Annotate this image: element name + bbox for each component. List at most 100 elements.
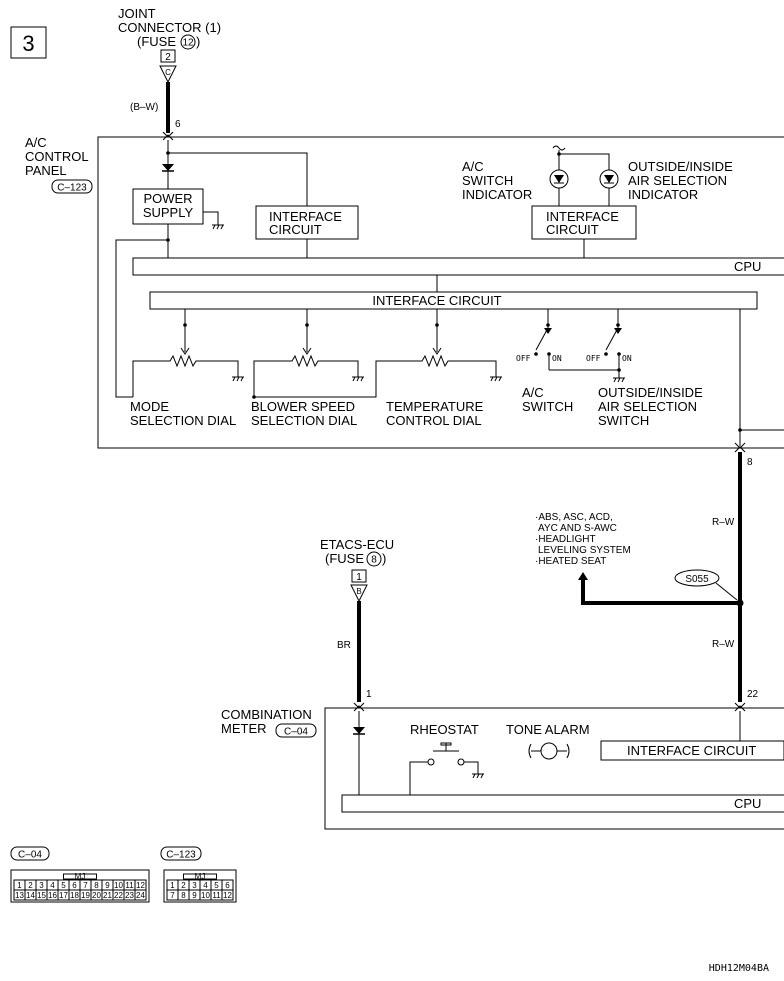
page-number-box (10, 26, 47, 59)
c04-label-box (10, 846, 50, 861)
c123-key (183, 873, 217, 880)
ground-6c (476, 773, 480, 779)
feed-to-interface (168, 152, 308, 206)
c123-pin-label: 2 (181, 881, 186, 890)
c04-pin-label: 2 (28, 881, 33, 890)
c04-housing (10, 869, 150, 903)
note-line-2: AYC AND S-AWC (538, 523, 617, 534)
ground-2c (236, 376, 240, 382)
c04-pin-label: 17 (59, 891, 68, 900)
ac-indicator-led-icon (554, 175, 564, 183)
ground-4b (490, 376, 494, 382)
c04-pin-label: 13 (15, 891, 24, 900)
interface-circuit-1 (255, 205, 359, 240)
c123-pin-label: 12 (223, 891, 232, 900)
outside-switch-label-2: AIR SELECTION (598, 399, 697, 414)
c123-pin-label: 10 (201, 891, 210, 900)
etacs-fuse-close: ) (382, 551, 386, 566)
c04-pin-label: 9 (105, 881, 110, 890)
c123-pin-label: 3 (192, 881, 197, 890)
combination-meter-outline (324, 707, 784, 830)
outside-switch-label-1: OUTSIDE/INSIDE (598, 385, 703, 400)
interface-circuit-1-label-1: INTERFACE (269, 209, 342, 224)
c04-pin-label: 16 (48, 891, 57, 900)
rheostat-contact-2 (457, 758, 465, 766)
ac-switch-off: OFF (516, 354, 531, 363)
temp-dial-label-1: TEMPERATURE (386, 399, 484, 414)
outside-indicator-label-2: AIR SELECTION (628, 173, 727, 188)
c123-housing (163, 869, 237, 903)
temp-dial-label-2: CONTROL DIAL (386, 413, 482, 428)
joint-connector-label-1: JOINT (118, 6, 156, 21)
outside-switch-lever[interactable] (605, 327, 619, 351)
ground-6d (480, 773, 484, 779)
power-supply-label-2: SUPPLY (143, 205, 194, 220)
joint-connector-fuse-label: (FUSE (137, 34, 176, 49)
rheostat-ground-wire (464, 761, 479, 774)
rheostat-button-icon[interactable] (440, 742, 452, 746)
c04-key-label: MJ (75, 872, 86, 881)
mode-dial-label-1: MODE (130, 399, 169, 414)
ground-1b (212, 224, 216, 230)
etacs-pin-number: 1 (356, 572, 362, 583)
interface-circuit-1-label-2: CIRCUIT (269, 222, 322, 237)
interface-circuit-2-label-1: INTERFACE (546, 209, 619, 224)
rheostat-contact-1 (427, 758, 435, 766)
pin-6: 6 (175, 119, 181, 130)
combination-meter-connector-box (275, 723, 317, 738)
rheostat-circuit[interactable] (409, 761, 428, 795)
c04-pin-label: 18 (70, 891, 79, 900)
pin-8-arrow-2 (734, 446, 746, 453)
ac-panel-connector-box (51, 179, 93, 194)
pin-1: 1 (366, 689, 372, 700)
c04-key (63, 873, 97, 880)
ac-switch-label-2: SWITCH (522, 399, 573, 414)
temp-dial-arrow (432, 347, 442, 355)
c04-pin-label: 4 (50, 881, 55, 890)
c04-pin-label: 23 (125, 891, 134, 900)
c04-pin-label: 11 (125, 881, 134, 890)
combination-meter-label-1: COMBINATION (221, 707, 312, 722)
wire-rw-label-1: R–W (712, 517, 735, 528)
power-supply-label-1: POWER (143, 191, 192, 206)
ground-3c (356, 376, 360, 382)
note-line-3: ·HEADLIGHT (535, 534, 596, 545)
pin-22-arrow-2 (734, 705, 746, 712)
top-connector-letter: C (165, 68, 171, 77)
c123-pin-label: 4 (203, 881, 208, 890)
mode-dial-circuit (132, 354, 239, 397)
cpu-bar-2 (341, 794, 784, 813)
interface-circuit-2-label-2: CIRCUIT (546, 222, 599, 237)
c123-pin-label: 6 (225, 881, 230, 890)
c04-pin-label: 24 (136, 891, 145, 900)
ac-switch-feed-dot (546, 323, 550, 327)
ground-5c (617, 377, 621, 383)
ac-panel-connector: C–123 (57, 183, 87, 194)
c04-pin-label: 21 (103, 891, 112, 900)
c123-pin-label: 8 (181, 891, 186, 900)
ac-switch-on: ON (552, 354, 562, 363)
cpu-2-label: CPU (734, 796, 761, 811)
interface-circuit-wide-label: INTERFACE CIRCUIT (372, 293, 501, 308)
c123-pin-label: 7 (170, 891, 175, 900)
joint-connector-fuse-close: ) (196, 34, 200, 49)
etacs-label: ETACS-ECU (320, 537, 394, 552)
c04-pin-label: 22 (114, 891, 123, 900)
ac-switch-indicator-label-1: A/C (462, 159, 484, 174)
outside-indicator-led-icon (604, 175, 614, 183)
power-supply-ground-wire (203, 211, 219, 225)
ac-switch-lever[interactable] (535, 327, 549, 351)
ground-1d (220, 224, 224, 230)
c123-pin-label: 1 (170, 881, 175, 890)
outside-switch-pivot (614, 328, 622, 334)
wire-br-label: BR (337, 640, 351, 651)
c123-label-box (160, 846, 202, 861)
pin-1-arrow-2 (353, 705, 365, 712)
indicator-supply-symbol (552, 145, 566, 151)
outside-switch-on: ON (622, 354, 632, 363)
splice-label: S055 (685, 574, 709, 585)
c04-pin-label: 1 (17, 881, 22, 890)
page-number: 3 (22, 31, 34, 56)
mode-dial-wiper-dot (183, 323, 187, 327)
interface-circuit-3 (600, 740, 784, 761)
